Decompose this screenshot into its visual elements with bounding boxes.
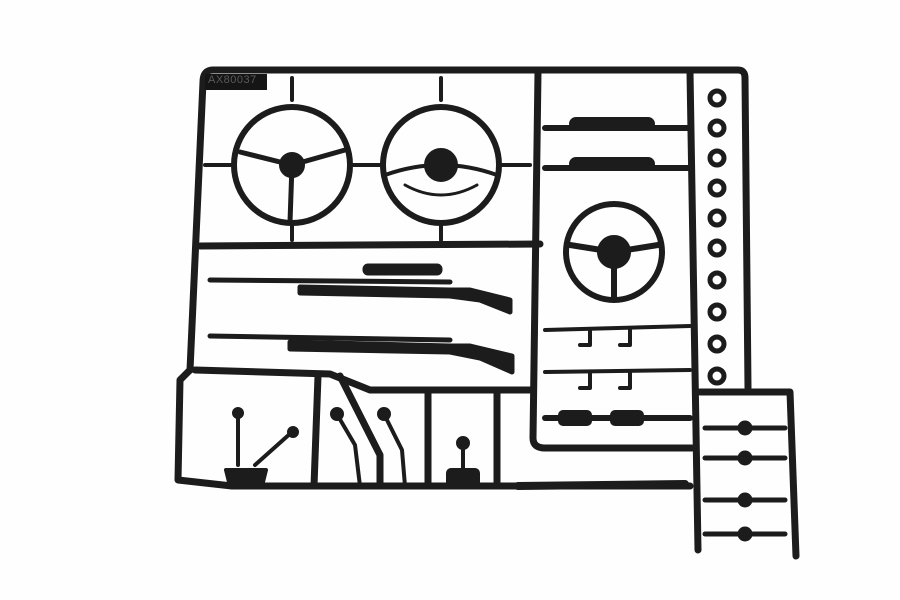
rings-column [707, 88, 727, 386]
grab-handles [542, 117, 693, 171]
steering-wheel-banjo [368, 76, 532, 242]
gear-shifter-with-boot [224, 407, 299, 488]
steering-wheel-3-spoke-small [563, 201, 665, 303]
tube-part [514, 480, 689, 490]
sprue-frame [174, 66, 800, 560]
part-number-label: AX80037 [208, 74, 257, 86]
steering-wheel-3-spoke-large [203, 76, 372, 242]
hook-rails [542, 324, 693, 426]
scoped-rifle [207, 263, 513, 315]
shotgun [207, 333, 515, 375]
shift-levers [330, 407, 480, 488]
knob-column [702, 420, 788, 542]
